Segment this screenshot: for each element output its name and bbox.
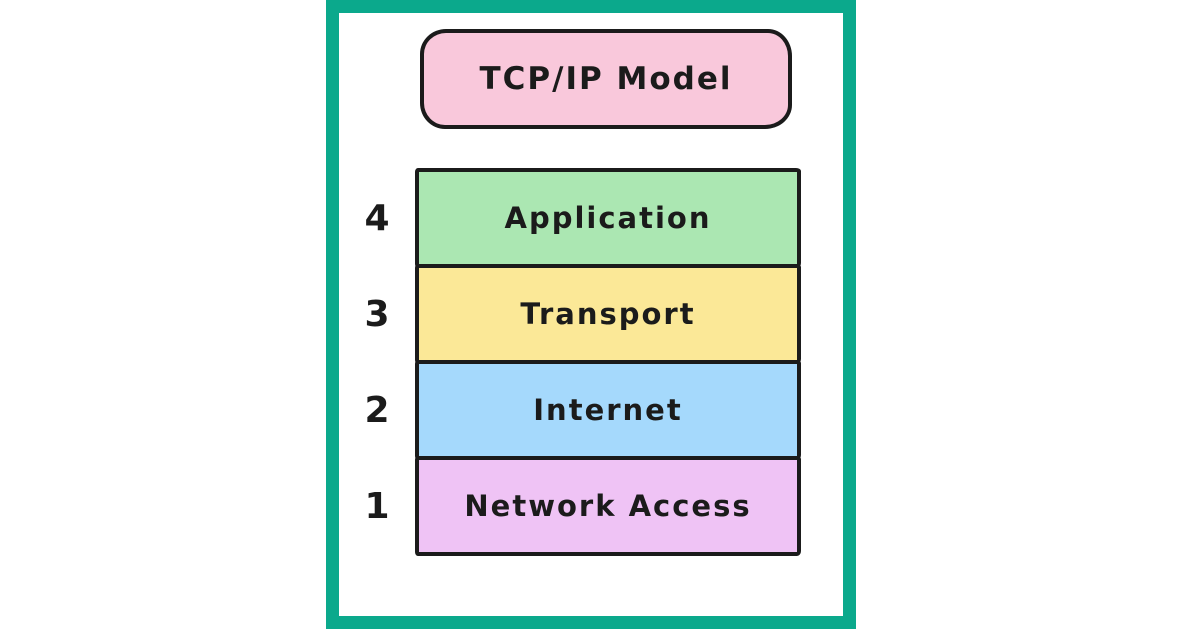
layer-label-transport: Transport	[520, 297, 696, 331]
layer-number-2: 2	[364, 389, 390, 431]
layer-row-application: 4 Application	[364, 168, 801, 268]
layer-label-internet: Internet	[533, 393, 683, 427]
layer-box-network-access: Network Access	[415, 456, 801, 556]
layer-row-internet: 2 Internet	[364, 360, 801, 460]
layer-box-application: Application	[415, 168, 801, 268]
layer-label-network-access: Network Access	[464, 489, 752, 523]
layer-number-3: 3	[364, 293, 390, 335]
layer-box-internet: Internet	[415, 360, 801, 460]
layer-label-application: Application	[504, 201, 712, 235]
layer-box-transport: Transport	[415, 264, 801, 364]
layer-number-4: 4	[364, 197, 390, 239]
layer-number-1: 1	[364, 485, 390, 527]
page-title: TCP/IP Model	[479, 61, 733, 97]
title-box: TCP/IP Model	[420, 29, 792, 129]
layer-stack: 4 Application 3 Transport 2 Internet 1 N…	[364, 168, 801, 556]
layer-row-network-access: 1 Network Access	[364, 456, 801, 556]
layer-row-transport: 3 Transport	[364, 264, 801, 364]
